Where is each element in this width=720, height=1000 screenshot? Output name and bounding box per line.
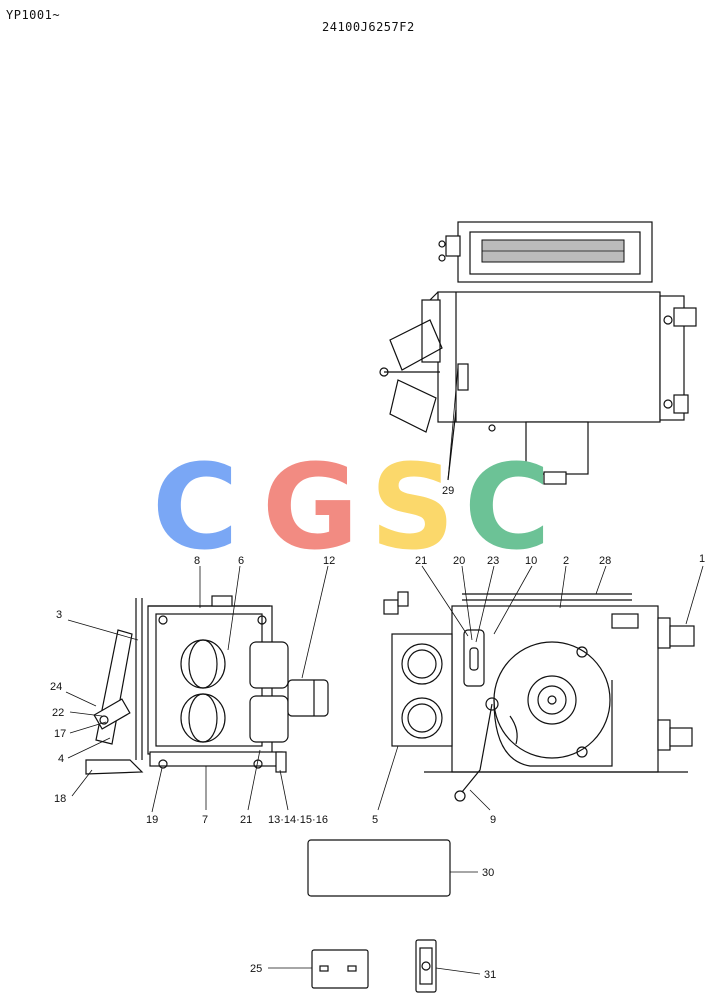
drawing-number: 24100J6257F2 (322, 20, 415, 34)
left-side-view-assembly (85, 595, 329, 775)
callout-21-left: 21 (240, 814, 252, 826)
callout-23: 23 (487, 555, 499, 567)
loose-parts (307, 839, 451, 993)
watermark-letter-c1: C (152, 438, 239, 576)
callout-8: 8 (194, 555, 200, 567)
watermark-letter-s: S (370, 438, 455, 576)
callout-2: 2 (563, 555, 569, 567)
front-view-assembly (383, 591, 695, 802)
callout-25: 25 (250, 963, 262, 975)
top-view-assembly (379, 221, 697, 485)
callout-3: 3 (56, 609, 62, 621)
callout-7: 7 (202, 814, 208, 826)
callout-9: 9 (490, 814, 496, 826)
callout-12: 12 (323, 555, 335, 567)
callout-31: 31 (484, 969, 496, 981)
callout-18: 18 (54, 793, 66, 805)
watermark-letter-g: G (262, 438, 359, 576)
callout-28: 28 (599, 555, 611, 567)
callout-6: 6 (238, 555, 244, 567)
callout-24: 24 (50, 681, 62, 693)
callout-29: 29 (442, 485, 454, 497)
callout-4: 4 (58, 753, 64, 765)
leader-lines (65, 365, 704, 975)
callout-19: 19 (146, 814, 158, 826)
watermark-letter-c2: C (464, 438, 551, 576)
callout-10: 10 (525, 555, 537, 567)
callout-13-16: 13·14·15·16 (268, 814, 328, 826)
watermark: C G S C (152, 438, 551, 576)
callout-5: 5 (372, 814, 378, 826)
callout-20: 20 (453, 555, 465, 567)
model-range-label: YP1001~ (6, 8, 61, 22)
callout-22: 22 (52, 707, 64, 719)
callout-30: 30 (482, 867, 494, 879)
callout-1: 1 (699, 553, 705, 565)
callout-21-right: 21 (415, 555, 427, 567)
callout-labels: 29 8 6 12 3 24 22 17 4 18 19 7 21 13·14·… (50, 485, 705, 981)
callout-17: 17 (54, 728, 66, 740)
